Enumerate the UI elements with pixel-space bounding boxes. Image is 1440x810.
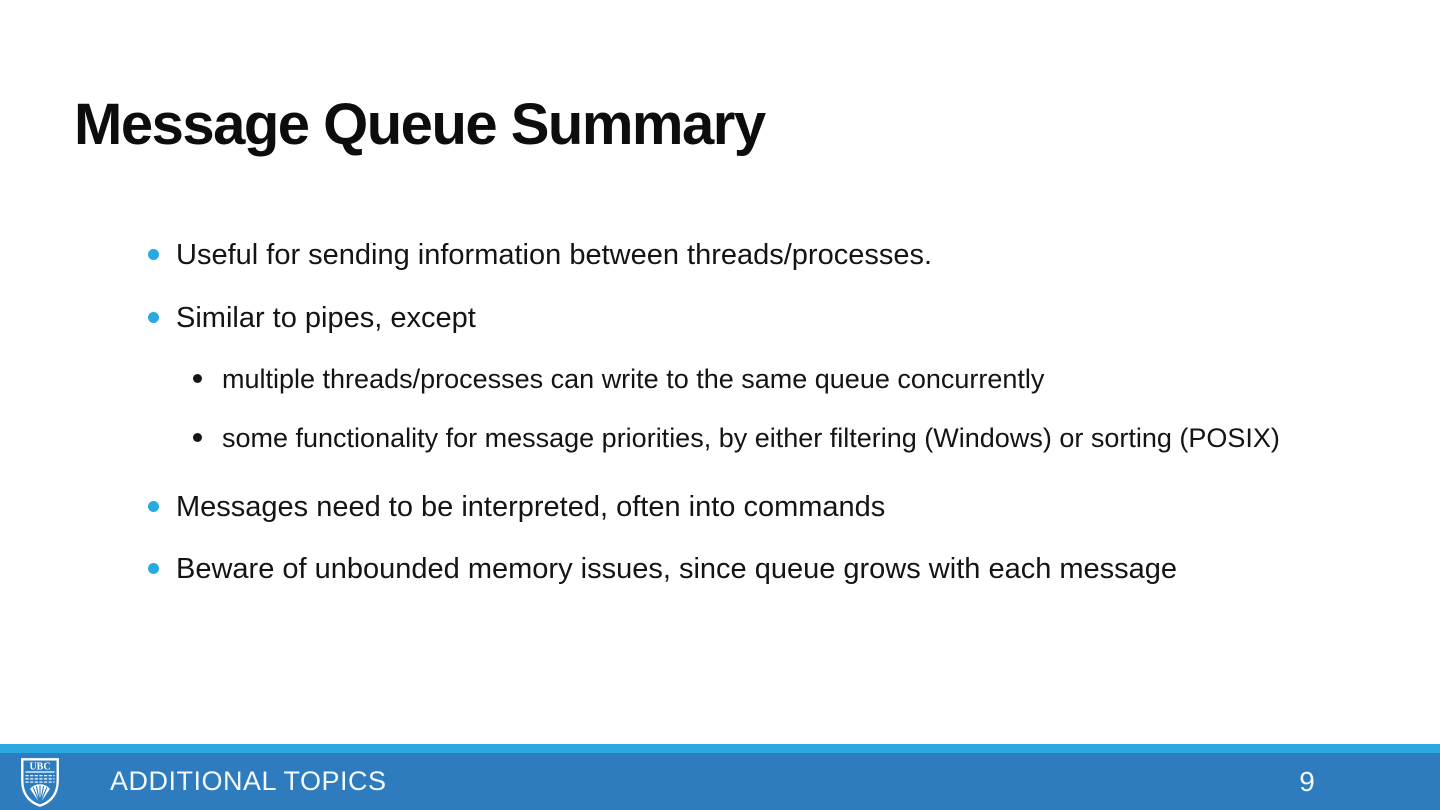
bullet-list: Useful for sending information between t… [148, 238, 1398, 586]
list-item: Beware of unbounded memory issues, since… [148, 552, 1398, 586]
bullet-dot-icon [148, 312, 159, 323]
list-item: Similar to pipes, except [148, 301, 1398, 335]
bullet-dot-icon [193, 374, 202, 383]
slide-page-number: 9 [1299, 765, 1315, 797]
footer-section-label: ADDITIONAL TOPICS [110, 766, 387, 796]
bullet-text: some functionality for message prioritie… [222, 423, 1280, 453]
list-item-sub: some functionality for message prioritie… [193, 422, 1398, 454]
list-item-sub: multiple threads/processes can write to … [193, 363, 1398, 395]
bullet-text: Similar to pipes, except [176, 302, 476, 334]
list-item: Useful for sending information between t… [148, 238, 1398, 272]
bullet-text: Messages need to be interpreted, often i… [176, 491, 886, 523]
bullet-text: multiple threads/processes can write to … [222, 364, 1045, 394]
bullet-dot-icon [148, 501, 159, 512]
slide-title: Message Queue Summary [74, 91, 766, 157]
ubc-shield-logo-icon: UBC [21, 758, 59, 807]
footer-bar [0, 753, 1440, 810]
bullet-dot-icon [148, 249, 159, 260]
bullet-text: Useful for sending information between t… [176, 239, 933, 271]
bullet-dot-icon [148, 563, 159, 574]
list-item: Messages need to be interpreted, often i… [148, 490, 1398, 524]
footer-accent-strip [0, 744, 1440, 753]
bullet-text: Beware of unbounded memory issues, since… [176, 553, 1178, 585]
bullet-dot-icon [193, 433, 202, 442]
logo-text: UBC [29, 761, 50, 772]
